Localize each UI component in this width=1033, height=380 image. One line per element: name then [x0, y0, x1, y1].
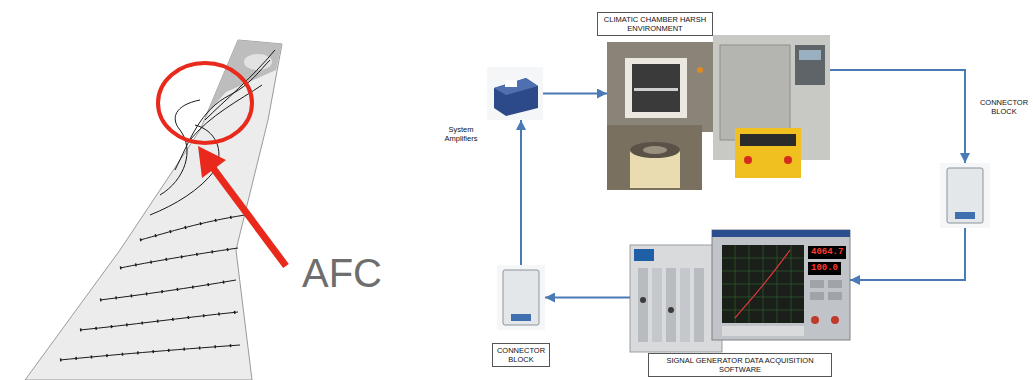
pxi-chassis-photo [638, 268, 648, 342]
software-screen [712, 230, 850, 237]
connector-block-photo [940, 163, 990, 228]
node-label: System Amplifiers [438, 124, 484, 144]
amplifier-photo [487, 67, 543, 120]
streamline-tick [120, 248, 238, 268]
readout-value: 100.0 [808, 262, 841, 275]
chamber-photo [632, 64, 680, 112]
streamline [160, 100, 200, 195]
pxi-chassis-photo [652, 268, 662, 342]
streamline-tick [60, 345, 240, 360]
connector-block-photo [947, 168, 983, 223]
streamline-tick [60, 215, 245, 360]
pxi-chassis-photo [666, 268, 676, 342]
pointer-arrow [198, 146, 286, 266]
connector-block-photo [503, 270, 539, 325]
chamber-photo [634, 88, 678, 91]
chamber-photo [697, 67, 703, 73]
software-screen [811, 316, 819, 324]
amplifier-node: System Amplifiers [487, 67, 543, 120]
flow-arrow [545, 297, 630, 299]
chamber-photo [625, 58, 687, 118]
readout-value: 4064.7 [808, 246, 846, 259]
connector-block-photo [497, 265, 545, 330]
connector-block-photo [940, 163, 990, 228]
node-label: CLIMATIC CHAMBER HARSH ENVIRONMENT [597, 12, 713, 36]
chamber-photo [607, 42, 715, 132]
pxi-chassis-photo [630, 245, 722, 352]
streamline [100, 280, 236, 300]
software-screen [810, 280, 824, 288]
connector-block-photo [955, 212, 975, 219]
pxi-chassis-photo [630, 245, 722, 352]
streamline-tick [100, 280, 236, 300]
chamber-node: CLIMATIC CHAMBER HARSH ENVIRONMENT [607, 35, 830, 190]
software-screen [735, 250, 790, 318]
streamline [80, 312, 238, 330]
software-screen [722, 326, 804, 336]
pointer-arrow [198, 146, 226, 178]
streamline [140, 215, 245, 240]
node-label: CONNECTOR BLOCK [978, 97, 1030, 117]
software-screen [722, 245, 804, 323]
chamber-photo [720, 45, 790, 140]
chamber-photo [740, 134, 796, 146]
streamline [60, 345, 240, 360]
software-screen [712, 230, 850, 340]
chamber-photo [799, 50, 821, 60]
pxi-chassis-photo [694, 268, 704, 342]
software-screen [828, 292, 842, 300]
chamber-photo [607, 125, 702, 190]
streamline [175, 60, 270, 170]
amplifier-photo [494, 78, 538, 95]
callout-label: AFC [302, 250, 382, 296]
flow-arrow [520, 120, 522, 265]
node-label: SIGNAL GENERATOR DATA ACQUISITION SOFTWA… [648, 353, 832, 377]
software-screen [810, 292, 824, 300]
flow-arrow [543, 93, 607, 95]
software-screen [828, 280, 842, 288]
highlight-circle [158, 63, 252, 143]
blade-surface [200, 40, 282, 130]
streamline [205, 50, 275, 120]
chamber-photo [713, 35, 830, 160]
flow-arrow [830, 70, 965, 163]
pxi-chassis-photo [634, 249, 654, 261]
software-screen [712, 230, 850, 340]
chamber-photo [630, 142, 680, 158]
chamber-photo [607, 35, 830, 190]
pxi-chassis-photo [680, 268, 690, 342]
amplifier-photo [505, 80, 517, 87]
chamber-photo [784, 156, 792, 164]
connector-node: CONNECTOR BLOCK [940, 163, 990, 228]
chamber-photo [643, 146, 667, 154]
streamline [120, 248, 238, 268]
connector-block-photo [497, 265, 545, 330]
node-label: CONNECTOR BLOCK [492, 343, 550, 367]
amplifier-photo [494, 78, 538, 116]
streamline-tick [140, 215, 245, 240]
chamber-photo [795, 45, 825, 85]
software-screen [722, 245, 804, 323]
flow-arrow [850, 228, 965, 280]
chamber-photo [735, 128, 801, 178]
pointer-arrow [213, 168, 286, 266]
streamline-tick [80, 312, 238, 330]
connector-node: CONNECTOR BLOCK [497, 265, 545, 330]
pxi-chassis-photo [668, 307, 674, 313]
amplifier-photo [487, 67, 543, 120]
software-screen [831, 316, 839, 324]
chamber-photo [744, 156, 752, 164]
pxi-chassis-photo [640, 297, 646, 303]
connector-block-photo [511, 314, 531, 321]
